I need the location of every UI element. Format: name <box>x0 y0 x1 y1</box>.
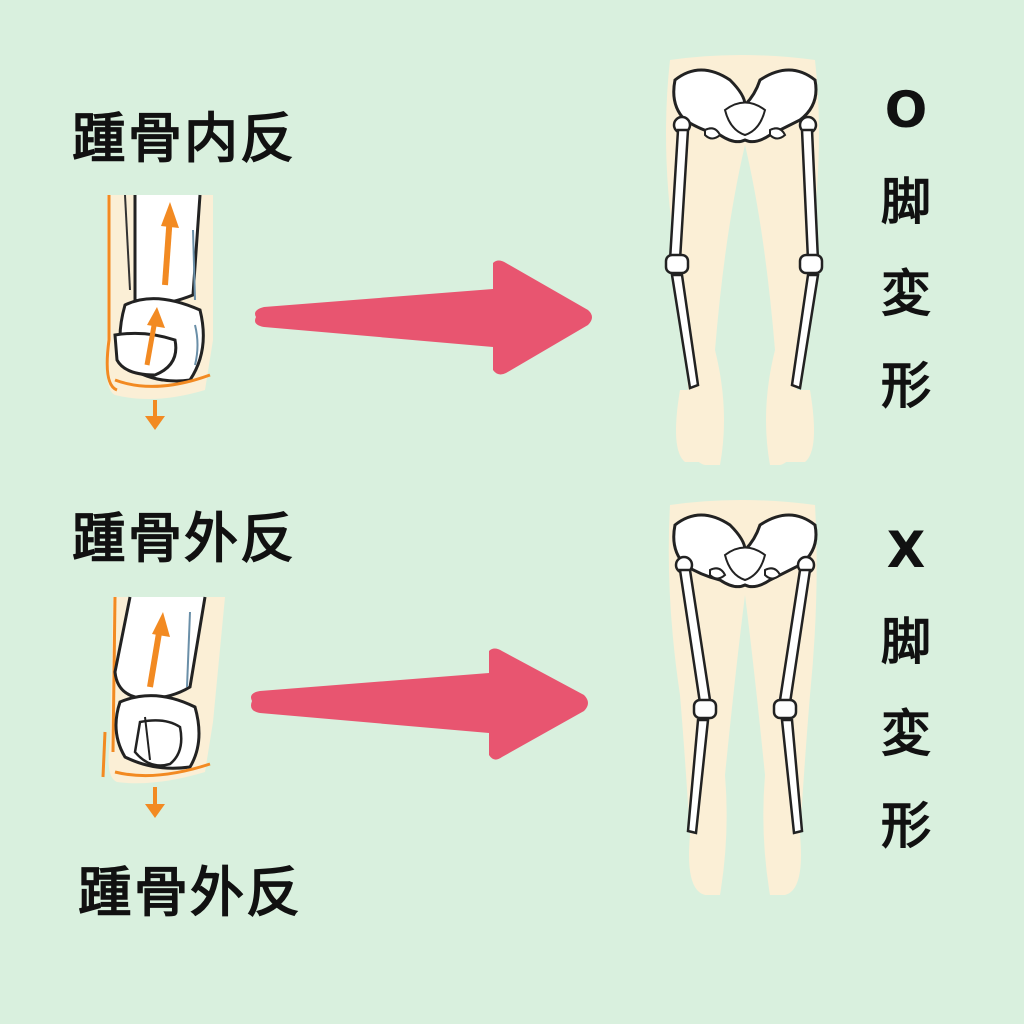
calcaneus-valgus-caption: 踵骨外反 <box>78 861 302 924</box>
heel-varus-illustration <box>95 190 235 440</box>
o-leg-skeleton <box>660 50 830 470</box>
x-leg-deformity-label: X 脚 変 形 <box>876 525 936 893</box>
o-leg-char-4: 形 <box>881 357 931 415</box>
x-leg-char-2: 脚 <box>881 613 931 671</box>
x-leg-skeleton <box>660 495 830 905</box>
direction-arrow <box>248 255 598 380</box>
x-leg-char-3: 変 <box>881 705 931 763</box>
o-leg-deformity-label: O 脚 変 形 <box>876 85 936 453</box>
heel-valgus-illustration <box>95 592 235 827</box>
x-leg-char-1: X <box>886 521 926 579</box>
calcaneus-varus-label: 踵骨内反 <box>72 107 296 170</box>
o-leg-char-1: O <box>884 81 928 139</box>
x-leg-char-4: 形 <box>881 797 931 855</box>
direction-arrow <box>244 643 594 768</box>
calcaneus-valgus-label: 踵骨外反 <box>72 507 296 570</box>
o-leg-char-3: 変 <box>881 265 931 323</box>
o-leg-char-2: 脚 <box>881 173 931 231</box>
